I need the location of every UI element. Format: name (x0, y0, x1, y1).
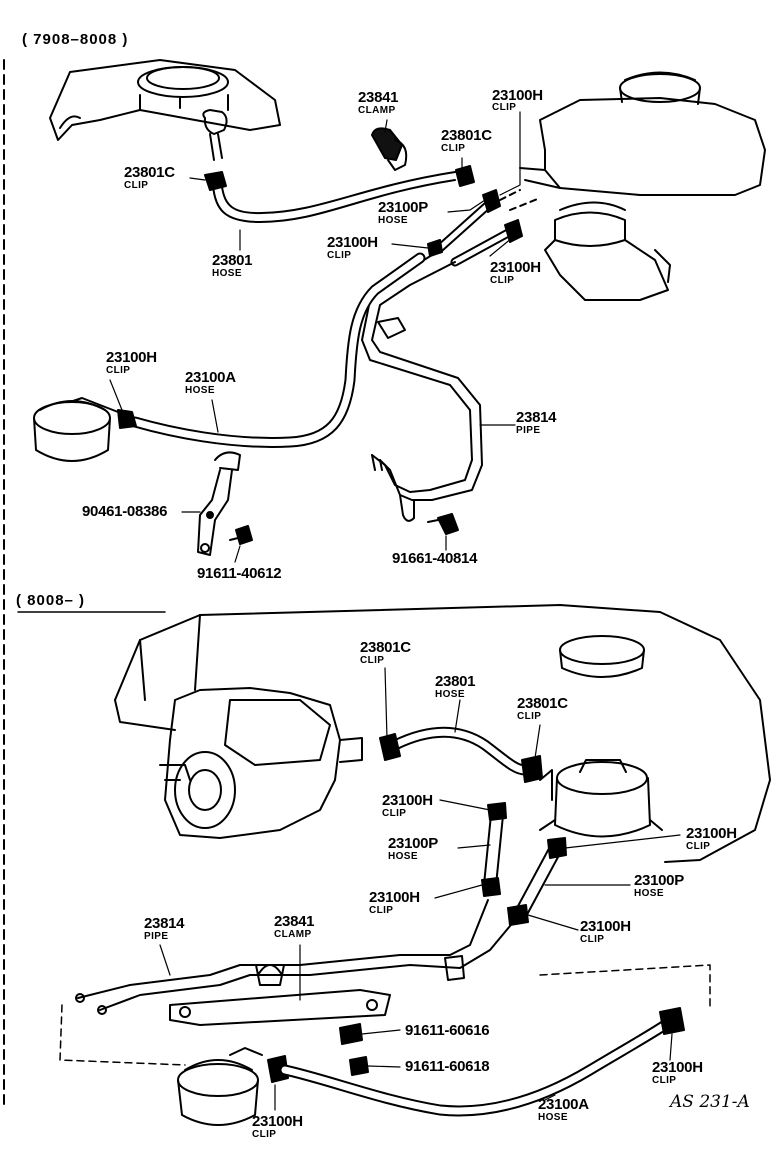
label-b-23100h-b-name: CLIP (686, 841, 711, 852)
label-b-23801c-b-name: CLIP (517, 711, 542, 722)
label-91661-part: 91661-40814 (392, 550, 478, 567)
label-b-23801c-b-part: 23801C (517, 695, 568, 712)
label-23100p-name: HOSE (378, 215, 408, 226)
label-b-23100h-f-part: 23100H (652, 1059, 703, 1076)
label-b-23100h-c-name: CLIP (369, 905, 394, 916)
bolt-91611-40612-top (229, 525, 253, 545)
label-b-23100p-a-name: HOSE (388, 851, 418, 862)
clip-23801c-left-top (204, 171, 227, 191)
label-b-23100h-d-part: 23100H (580, 918, 631, 935)
label-23801c-a-part: 23801C (124, 164, 175, 181)
label-90461-part: 90461-08386 (82, 503, 168, 520)
label-23801c-b-part: 23801C (441, 127, 492, 144)
label-b-23801c-a-part: 23801C (360, 639, 411, 656)
fluid-tank-bottom (114, 604, 771, 863)
hose-23100a-top (129, 252, 426, 448)
label-b-23100h-e-name: CLIP (252, 1129, 277, 1140)
label-b-23814-part: 23814 (144, 915, 185, 932)
label-23100h-a-name: CLIP (492, 102, 517, 113)
hose-23100p-top (427, 189, 523, 267)
section-header-top: ( 7908–8008 ) (22, 31, 129, 48)
label-b-91611-a-part: 91611-60616 (405, 1022, 490, 1039)
label-23814-part: 23814 (516, 409, 557, 426)
dashed-region (59, 964, 711, 1066)
label-23841-part: 23841 (358, 89, 399, 106)
label-b-23100h-c-part: 23100H (369, 889, 420, 906)
label-b-23100h-f-name: CLIP (652, 1075, 677, 1086)
label-b-23100p-a-part: 23100P (388, 835, 438, 852)
label-23100h-d-part: 23100H (106, 349, 157, 366)
label-b-23100p-b-part: 23100P (634, 872, 684, 889)
label-b-23100p-b-name: HOSE (634, 888, 664, 899)
label-23100h-c-name: CLIP (490, 275, 515, 286)
hose-23100p-bottom (481, 802, 567, 926)
label-b-23841-part: 23841 (274, 913, 315, 930)
label-23841-name: CLAMP (358, 105, 396, 116)
bolt-91661-40814-top (427, 513, 459, 535)
label-b-23801-name: HOSE (435, 689, 465, 700)
label-23801-name: HOSE (212, 268, 242, 279)
label-23100h-c-part: 23100H (490, 259, 541, 276)
label-b-23100a-name: HOSE (538, 1112, 568, 1123)
label-23801-part: 23801 (212, 252, 253, 269)
label-b-23801c-a-name: CLIP (360, 655, 385, 666)
hose-23801-top (212, 171, 456, 223)
master-cylinder-bottom (159, 687, 363, 839)
label-b-23100h-a-part: 23100H (382, 792, 433, 809)
label-b-23841-name: CLAMP (274, 929, 312, 940)
label-b-23100h-d-name: CLIP (580, 934, 605, 945)
clamp-23841-top (371, 127, 408, 171)
section-header-bottom: ( 8008– ) (16, 592, 86, 609)
label-23801c-b-name: CLIP (441, 143, 466, 154)
reservoir-bottom (539, 759, 663, 838)
hose-23801-bottom (379, 726, 543, 783)
label-b-91611-b-part: 91611-60618 (405, 1058, 490, 1075)
label-23100h-b-name: CLIP (327, 250, 352, 261)
label-23100p-part: 23100P (378, 199, 428, 216)
label-23100h-b-part: 23100H (327, 234, 378, 251)
clamp-23841-bottom (169, 964, 391, 1026)
label-b-23100h-a-name: CLIP (382, 808, 407, 819)
master-cylinder-reservoir-top (49, 59, 281, 161)
hose-23100a-bottom (279, 1007, 685, 1117)
label-23100h-a-part: 23100H (492, 87, 543, 104)
label-b-23814-name: PIPE (144, 931, 169, 942)
label-b-23100h-b-part: 23100H (686, 825, 737, 842)
drawing-reference: AS 231-A (670, 1092, 750, 1112)
clip-23801c-right-top (455, 165, 475, 187)
leaders-bottom (159, 667, 681, 1111)
fuel-filter-top (33, 397, 137, 462)
label-b-23100h-e-part: 23100H (252, 1113, 303, 1130)
leaders-top (109, 111, 521, 563)
label-23801c-a-name: CLIP (124, 180, 149, 191)
bracket-90461-top (197, 451, 241, 556)
fuel-filter-bottom (177, 1047, 289, 1126)
label-b-23100a-part: 23100A (538, 1096, 589, 1113)
label-b-23801-part: 23801 (435, 673, 476, 690)
bolt-91611-60618 (349, 1056, 369, 1076)
label-23100a-name: HOSE (185, 385, 215, 396)
fluid-tank-top (499, 71, 766, 301)
label-91611-part: 91611-40612 (197, 565, 282, 582)
label-23100h-d-name: CLIP (106, 365, 131, 376)
label-23814-name: PIPE (516, 425, 541, 436)
bolt-91611-60616 (339, 1023, 363, 1045)
label-23100a-part: 23100A (185, 369, 236, 386)
